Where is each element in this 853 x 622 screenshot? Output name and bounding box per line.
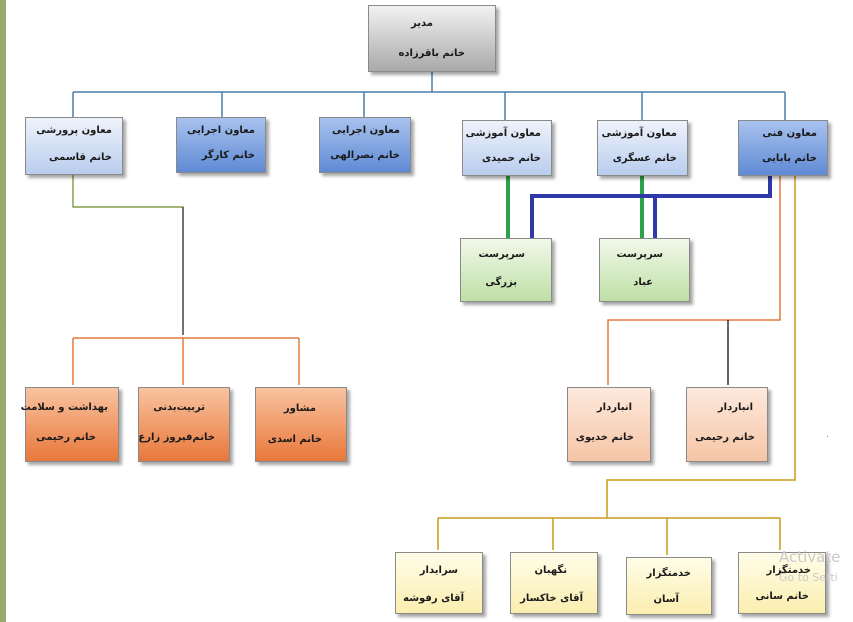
activation-watermark-line2: Go to Setti	[779, 571, 838, 584]
window-left-edge	[0, 0, 6, 622]
storekeeper-orange-connectors	[607, 175, 781, 385]
staff-name: آسان	[653, 594, 679, 605]
unit-pe-box: تربیت‌بدنی خانم‌فیروز زارع	[138, 387, 230, 462]
supervisor-bozorgi-box: سرپرست بزرگی	[460, 238, 552, 302]
staff-name: خانم سانی	[755, 591, 809, 602]
staff-title: خدمتگزار	[646, 568, 691, 579]
deputy-technical-box: معاون فنی خانم بابایی	[738, 120, 828, 176]
unit-title: بهداشت و سلامت	[20, 402, 108, 413]
deputy-name: خانم قاسمی	[49, 152, 112, 163]
storekeeper-title: انباردار	[596, 402, 632, 413]
unit-name: خانم اسدی	[267, 434, 322, 445]
supervisor-title: سرپرست	[478, 249, 525, 260]
deputy-title: معاون پرورشی	[36, 125, 112, 136]
supervisor-title: سرپرست	[616, 249, 663, 260]
staff-title: خدمتگزار	[766, 565, 811, 576]
staff-title: نگهبان	[534, 565, 567, 576]
storekeeper-title: انباردار	[717, 402, 753, 413]
deputy-title: معاون آموزشی	[465, 128, 541, 139]
staff-gold-connectors	[437, 175, 796, 555]
unit-title: مشاور	[283, 403, 316, 414]
staff-title: سرایدار	[419, 565, 458, 576]
deputy-title: معاون اجرایی	[332, 125, 400, 136]
director-box: مدیر خانم باقرزاده	[368, 5, 496, 72]
director-name: خانم باقرزاده	[398, 48, 465, 59]
staff-asan-box: خدمتگزار آسان	[626, 557, 712, 615]
deputy-executive-1-box: معاون اجرایی خانم کارگر	[176, 117, 266, 173]
deputy-executive-2-box: معاون اجرایی خانم نصرالهی	[319, 117, 411, 173]
storekeeper-name: خانم رحیمی	[695, 432, 755, 443]
deputy-education-2-box: معاون آموزشی خانم عسگری	[597, 120, 688, 176]
technical-navy-connector	[530, 175, 772, 238]
staff-guard-box: نگهبان آقای خاکسار	[510, 552, 598, 614]
pervareshi-orange-connectors	[72, 337, 300, 385]
deputy-name: خانم نصرالهی	[330, 150, 400, 161]
supervisor-ebad-box: سرپرست عباد	[599, 238, 690, 302]
activation-watermark-line1: Activate	[779, 548, 841, 566]
staff-caretaker-box: سرایدار آقای رفوشه	[395, 552, 483, 614]
deputy-title: معاون اجرایی	[187, 125, 255, 136]
stray-mark-right: .	[826, 430, 829, 440]
deputy-title: معاون فنی	[762, 128, 817, 139]
staff-sani-box: خدمتگزار خانم سانی	[738, 552, 826, 614]
supervisor-green-connectors	[506, 175, 644, 238]
deputy-name: خانم بابایی	[762, 153, 817, 164]
unit-health-box: بهداشت و سلامت خانم رحیمی	[21, 387, 119, 462]
unit-name: خانم‌فیروز زارع	[138, 432, 215, 443]
staff-name: آقای خاکسار	[520, 593, 583, 604]
unit-title: تربیت‌بدنی	[153, 402, 205, 413]
storekeeper-rahimi-box: انباردار خانم رحیمی	[686, 387, 768, 462]
storekeeper-khadivi-box: انباردار خانم خدیوی	[567, 387, 651, 462]
deputy-pervareshi-box: معاون پرورشی خانم قاسمی	[25, 117, 123, 175]
deputy-name: خانم عسگری	[612, 153, 677, 164]
deputy-name: خانم حمیدی	[482, 153, 541, 164]
unit-counselor-box: مشاور خانم اسدی	[255, 387, 347, 462]
staff-name: آقای رفوشه	[403, 593, 464, 604]
supervisor-name: بزرگی	[485, 277, 517, 288]
stray-mark-left: ·	[2, 317, 5, 327]
supervisor-name: عباد	[633, 277, 653, 288]
deputy-education-1-box: معاون آموزشی خانم حمیدی	[462, 120, 552, 176]
director-title: مدیر	[411, 18, 433, 29]
deputy-title: معاون آموزشی	[601, 128, 677, 139]
unit-name: خانم رحیمی	[36, 432, 96, 443]
storekeeper-name: خانم خدیوی	[575, 432, 634, 443]
pervareshi-green-connector	[72, 175, 184, 335]
root-connectors	[72, 72, 786, 120]
deputy-name: خانم کارگر	[201, 150, 255, 161]
